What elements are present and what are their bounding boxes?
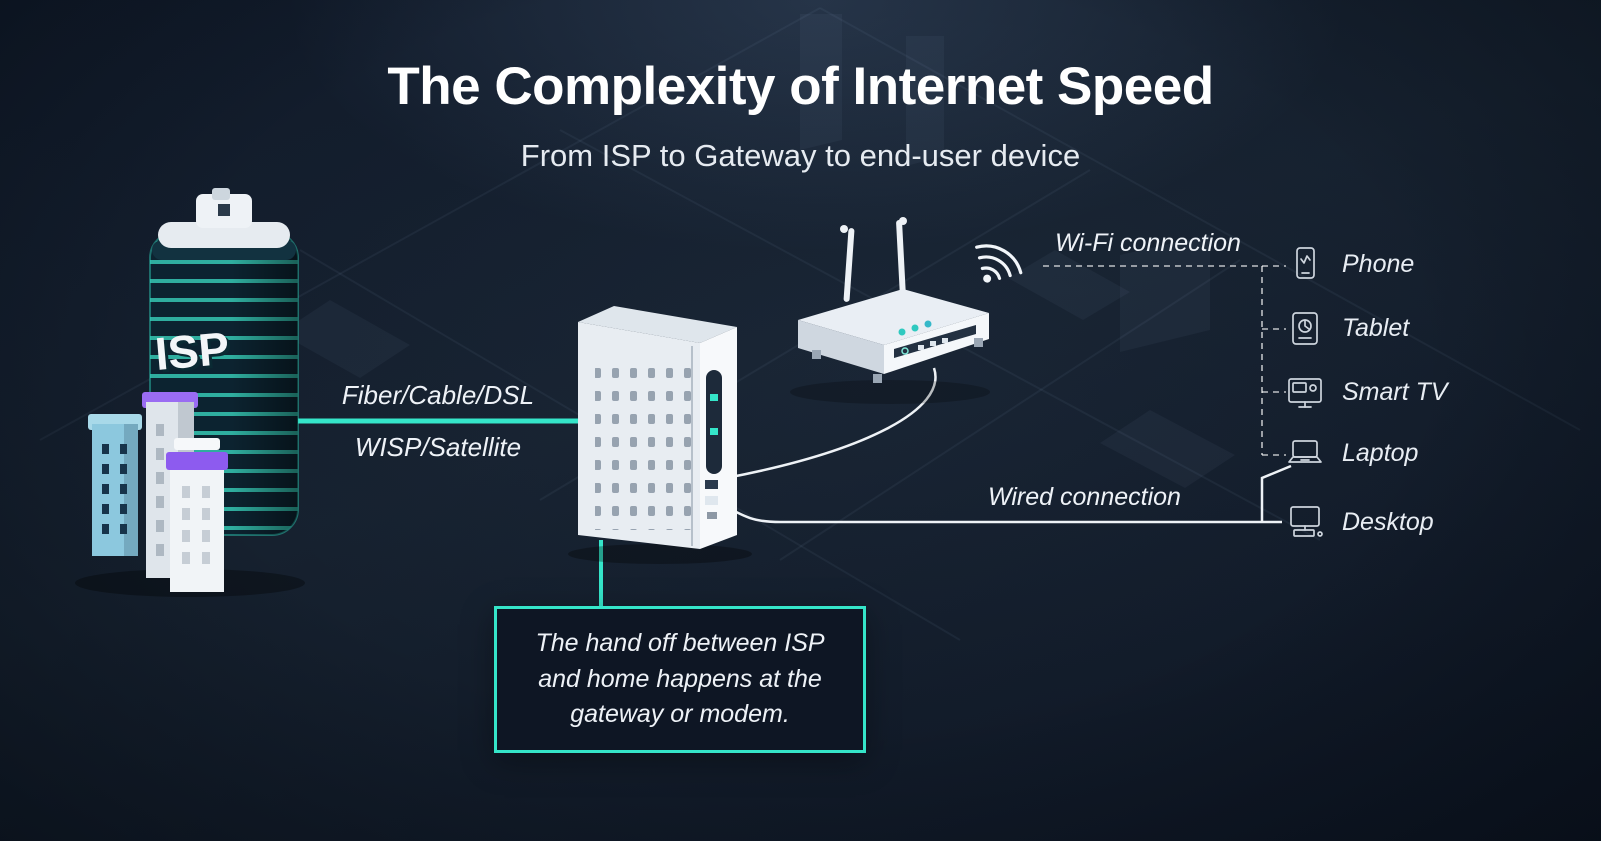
isp-tower-cap bbox=[158, 222, 290, 248]
wired-connection-label: Wired connection bbox=[988, 483, 1181, 511]
device-row-smart-tv: Smart TV bbox=[1283, 370, 1448, 414]
device-row-phone: Phone bbox=[1283, 242, 1414, 286]
router-antenna-right bbox=[896, 220, 906, 298]
white-building-b-purple-band bbox=[166, 452, 228, 470]
wifi-signal-icon bbox=[975, 244, 1023, 283]
modem-shadow bbox=[568, 544, 752, 564]
smart-tv-icon bbox=[1288, 378, 1322, 408]
page-subtitle: From ISP to Gateway to end-user device bbox=[520, 138, 1081, 173]
isp-small-buildings bbox=[88, 392, 228, 592]
router-led-1 bbox=[898, 328, 906, 336]
device-row-laptop: Laptop bbox=[1283, 431, 1418, 475]
blue-building-windows bbox=[102, 444, 127, 534]
router-front-face bbox=[798, 320, 884, 374]
router-port-a bbox=[918, 345, 924, 350]
white-building-b-cap bbox=[174, 438, 220, 450]
router-foot-left bbox=[812, 350, 821, 359]
device-label-laptop: Laptop bbox=[1342, 438, 1419, 467]
callout-box: The hand off between ISP and home happen… bbox=[494, 606, 866, 753]
device-label-tablet: Tablet bbox=[1342, 313, 1410, 342]
isp-building-illustration bbox=[75, 188, 305, 597]
modem-port-1 bbox=[705, 480, 718, 489]
white-building-b-windows bbox=[182, 486, 210, 564]
tablet-icon bbox=[1292, 312, 1318, 345]
router-led-3 bbox=[924, 320, 932, 328]
device-label-desktop: Desktop bbox=[1342, 507, 1434, 536]
blue-building-body bbox=[92, 424, 138, 556]
isp-rooftop-vent bbox=[212, 188, 230, 200]
isp-label: ISP bbox=[153, 322, 231, 380]
router-antenna-left bbox=[843, 228, 855, 302]
router-power-button bbox=[901, 347, 909, 355]
modem-led-panel bbox=[706, 370, 722, 474]
wifi-router-illustration bbox=[790, 217, 990, 404]
white-building-b-body bbox=[170, 470, 224, 592]
isp-rooftop-window bbox=[218, 204, 230, 216]
blue-building-shade bbox=[124, 424, 138, 556]
callout-text: The hand off between ISP and home happen… bbox=[535, 629, 825, 729]
router-to-gateway-wire bbox=[725, 367, 937, 480]
modem-port-2 bbox=[705, 496, 718, 505]
router-foot-right bbox=[873, 374, 882, 383]
modem-top-face bbox=[578, 306, 737, 343]
modem-vent-dots bbox=[595, 358, 695, 530]
fiber-cable-dsl-label: Fiber/Cable/DSL bbox=[341, 380, 535, 410]
desktop-icon bbox=[1290, 506, 1323, 537]
device-label-phone: Phone bbox=[1342, 249, 1415, 278]
wisp-satellite-label: WISP/Satellite bbox=[354, 432, 522, 462]
laptop-icon bbox=[1288, 440, 1322, 463]
page-title: The Complexity of Internet Speed bbox=[387, 57, 1214, 116]
router-top-face bbox=[798, 289, 989, 345]
device-row-desktop: Desktop bbox=[1283, 500, 1434, 544]
device-label-smart-tv: Smart TV bbox=[1342, 377, 1448, 406]
isp-label-shadow: ISP bbox=[156, 324, 234, 382]
phone-icon bbox=[1296, 247, 1315, 279]
wired-branch-laptop bbox=[1260, 464, 1292, 522]
router-led-2 bbox=[911, 324, 919, 332]
gateway-modem-illustration bbox=[568, 306, 752, 564]
router-port-b bbox=[930, 341, 936, 346]
modem-led-2 bbox=[710, 428, 718, 435]
white-building-a-windows bbox=[156, 424, 164, 556]
router-port-c bbox=[942, 338, 948, 343]
router-antenna-right-tip bbox=[899, 217, 907, 225]
wifi-connection-label: Wi-Fi connection bbox=[1055, 229, 1241, 257]
wifi-dashed-lines bbox=[1043, 265, 1286, 456]
router-antenna-left-tip bbox=[840, 225, 848, 233]
modem-led-1 bbox=[710, 394, 718, 401]
connection-lines bbox=[296, 244, 1292, 606]
device-row-tablet: Tablet bbox=[1283, 306, 1409, 350]
modem-port-3 bbox=[707, 512, 717, 519]
router-shadow bbox=[790, 380, 990, 404]
router-foot-back bbox=[974, 338, 983, 347]
